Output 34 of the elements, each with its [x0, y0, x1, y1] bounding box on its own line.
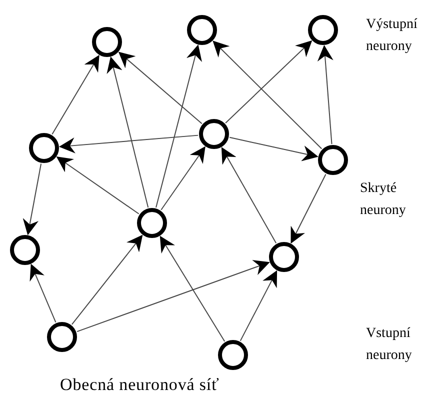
arrow — [240, 270, 278, 342]
neuron-circle — [28, 132, 60, 164]
layer-label: Vstupní neurony — [366, 325, 413, 365]
arrow — [52, 54, 100, 135]
caption: Obecná neuronová síť — [60, 374, 220, 396]
arrow — [317, 44, 334, 145]
arrow — [106, 56, 149, 208]
layer-label: Výstupní neurony — [366, 16, 418, 56]
arrow — [58, 134, 199, 154]
neuron-circle — [9, 234, 41, 266]
arrow — [76, 260, 270, 332]
arrow — [30, 264, 56, 323]
arrow — [160, 236, 226, 342]
neuron-circle — [186, 14, 218, 46]
arrow — [56, 156, 140, 214]
neuron-circle — [46, 321, 78, 353]
arrow — [212, 40, 322, 150]
arrow — [290, 174, 326, 244]
arrow — [71, 234, 143, 325]
neuron-circle — [91, 26, 123, 58]
arrow — [156, 44, 202, 208]
arrow — [118, 52, 202, 124]
arrow — [225, 40, 312, 124]
neuron-circle — [217, 339, 249, 371]
neuron-circle — [198, 118, 230, 150]
neuron-circle — [307, 14, 339, 46]
layer-label: Skryté neurony — [360, 180, 407, 220]
arrow — [22, 163, 42, 236]
arrow — [160, 146, 206, 210]
arrow — [229, 136, 318, 162]
neuron-circle — [268, 241, 300, 273]
neuron-circle — [317, 144, 349, 176]
neuron-circle — [136, 207, 168, 239]
arrow — [221, 147, 277, 244]
